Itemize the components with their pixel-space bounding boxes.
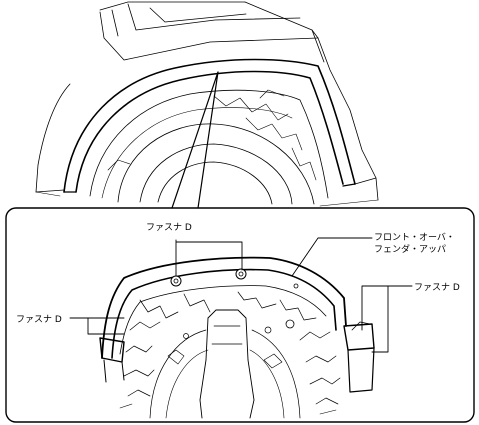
- fastener-label-left: ファスナ D: [16, 314, 62, 325]
- front-over-fender-label-line1: フロント・オーバ・: [374, 232, 455, 243]
- overview-vehicle-drawing: [35, 1, 379, 207]
- front-over-fender-label-line2: フェンダ・アッパ: [374, 243, 446, 255]
- zoom-callout-lines: [171, 71, 219, 209]
- fastener-label-top: ファスナ D: [146, 222, 192, 233]
- fastener-label-right: ファスナ D: [414, 282, 460, 293]
- fastener-clip-right-top: [235, 268, 247, 280]
- leader-lines: [69, 237, 413, 353]
- fastener-clip-left-top: [170, 275, 182, 287]
- detail-liner-drawing: [99, 256, 375, 419]
